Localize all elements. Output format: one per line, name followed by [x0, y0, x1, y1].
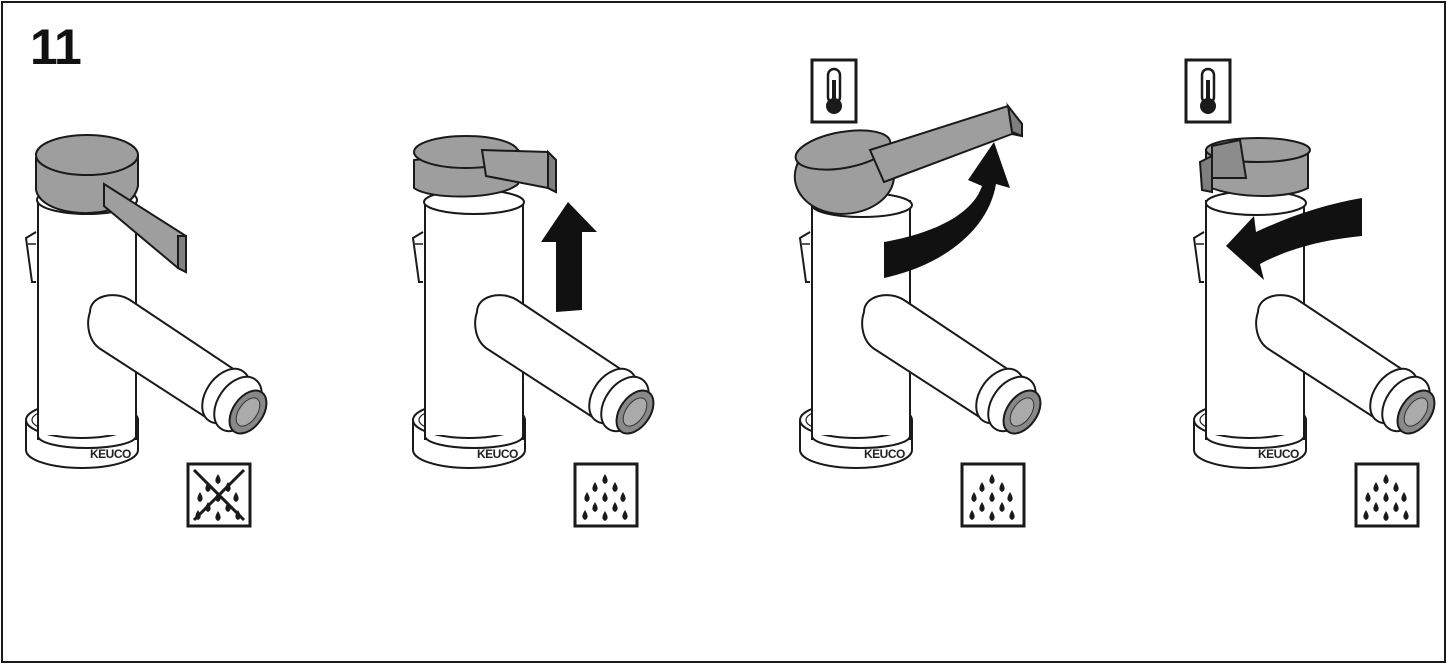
handle-rotated-left [1198, 137, 1311, 216]
brand-logo: KEUCO [477, 447, 518, 461]
water-flow-icon [960, 462, 1026, 528]
handle-rotated-right [793, 102, 1023, 218]
curved-left-arrow [1226, 198, 1362, 280]
faucet-closed-panel: KEUCO [25, 134, 276, 528]
faucet-open-panel: KEUCO [412, 135, 663, 528]
thermometer-icon [810, 58, 858, 124]
thermometer-icon [1184, 58, 1232, 124]
water-flow-icon [1354, 462, 1420, 528]
faucet-body [412, 199, 663, 469]
faucet-warm-panel: KEUCO [793, 58, 1050, 528]
no-water-icon [186, 462, 252, 528]
faucet-cold-panel: KEUCO [1184, 58, 1444, 528]
brand-logo: KEUCO [1258, 447, 1299, 461]
step-number: 11 [30, 19, 82, 75]
water-flow-icon [573, 462, 639, 528]
brand-logo: KEUCO [90, 447, 131, 461]
curved-right-arrow [884, 142, 1010, 278]
brand-logo: KEUCO [864, 447, 905, 461]
up-arrow [541, 202, 597, 312]
handle-lifted [413, 135, 557, 215]
handle-lowered [35, 134, 187, 274]
